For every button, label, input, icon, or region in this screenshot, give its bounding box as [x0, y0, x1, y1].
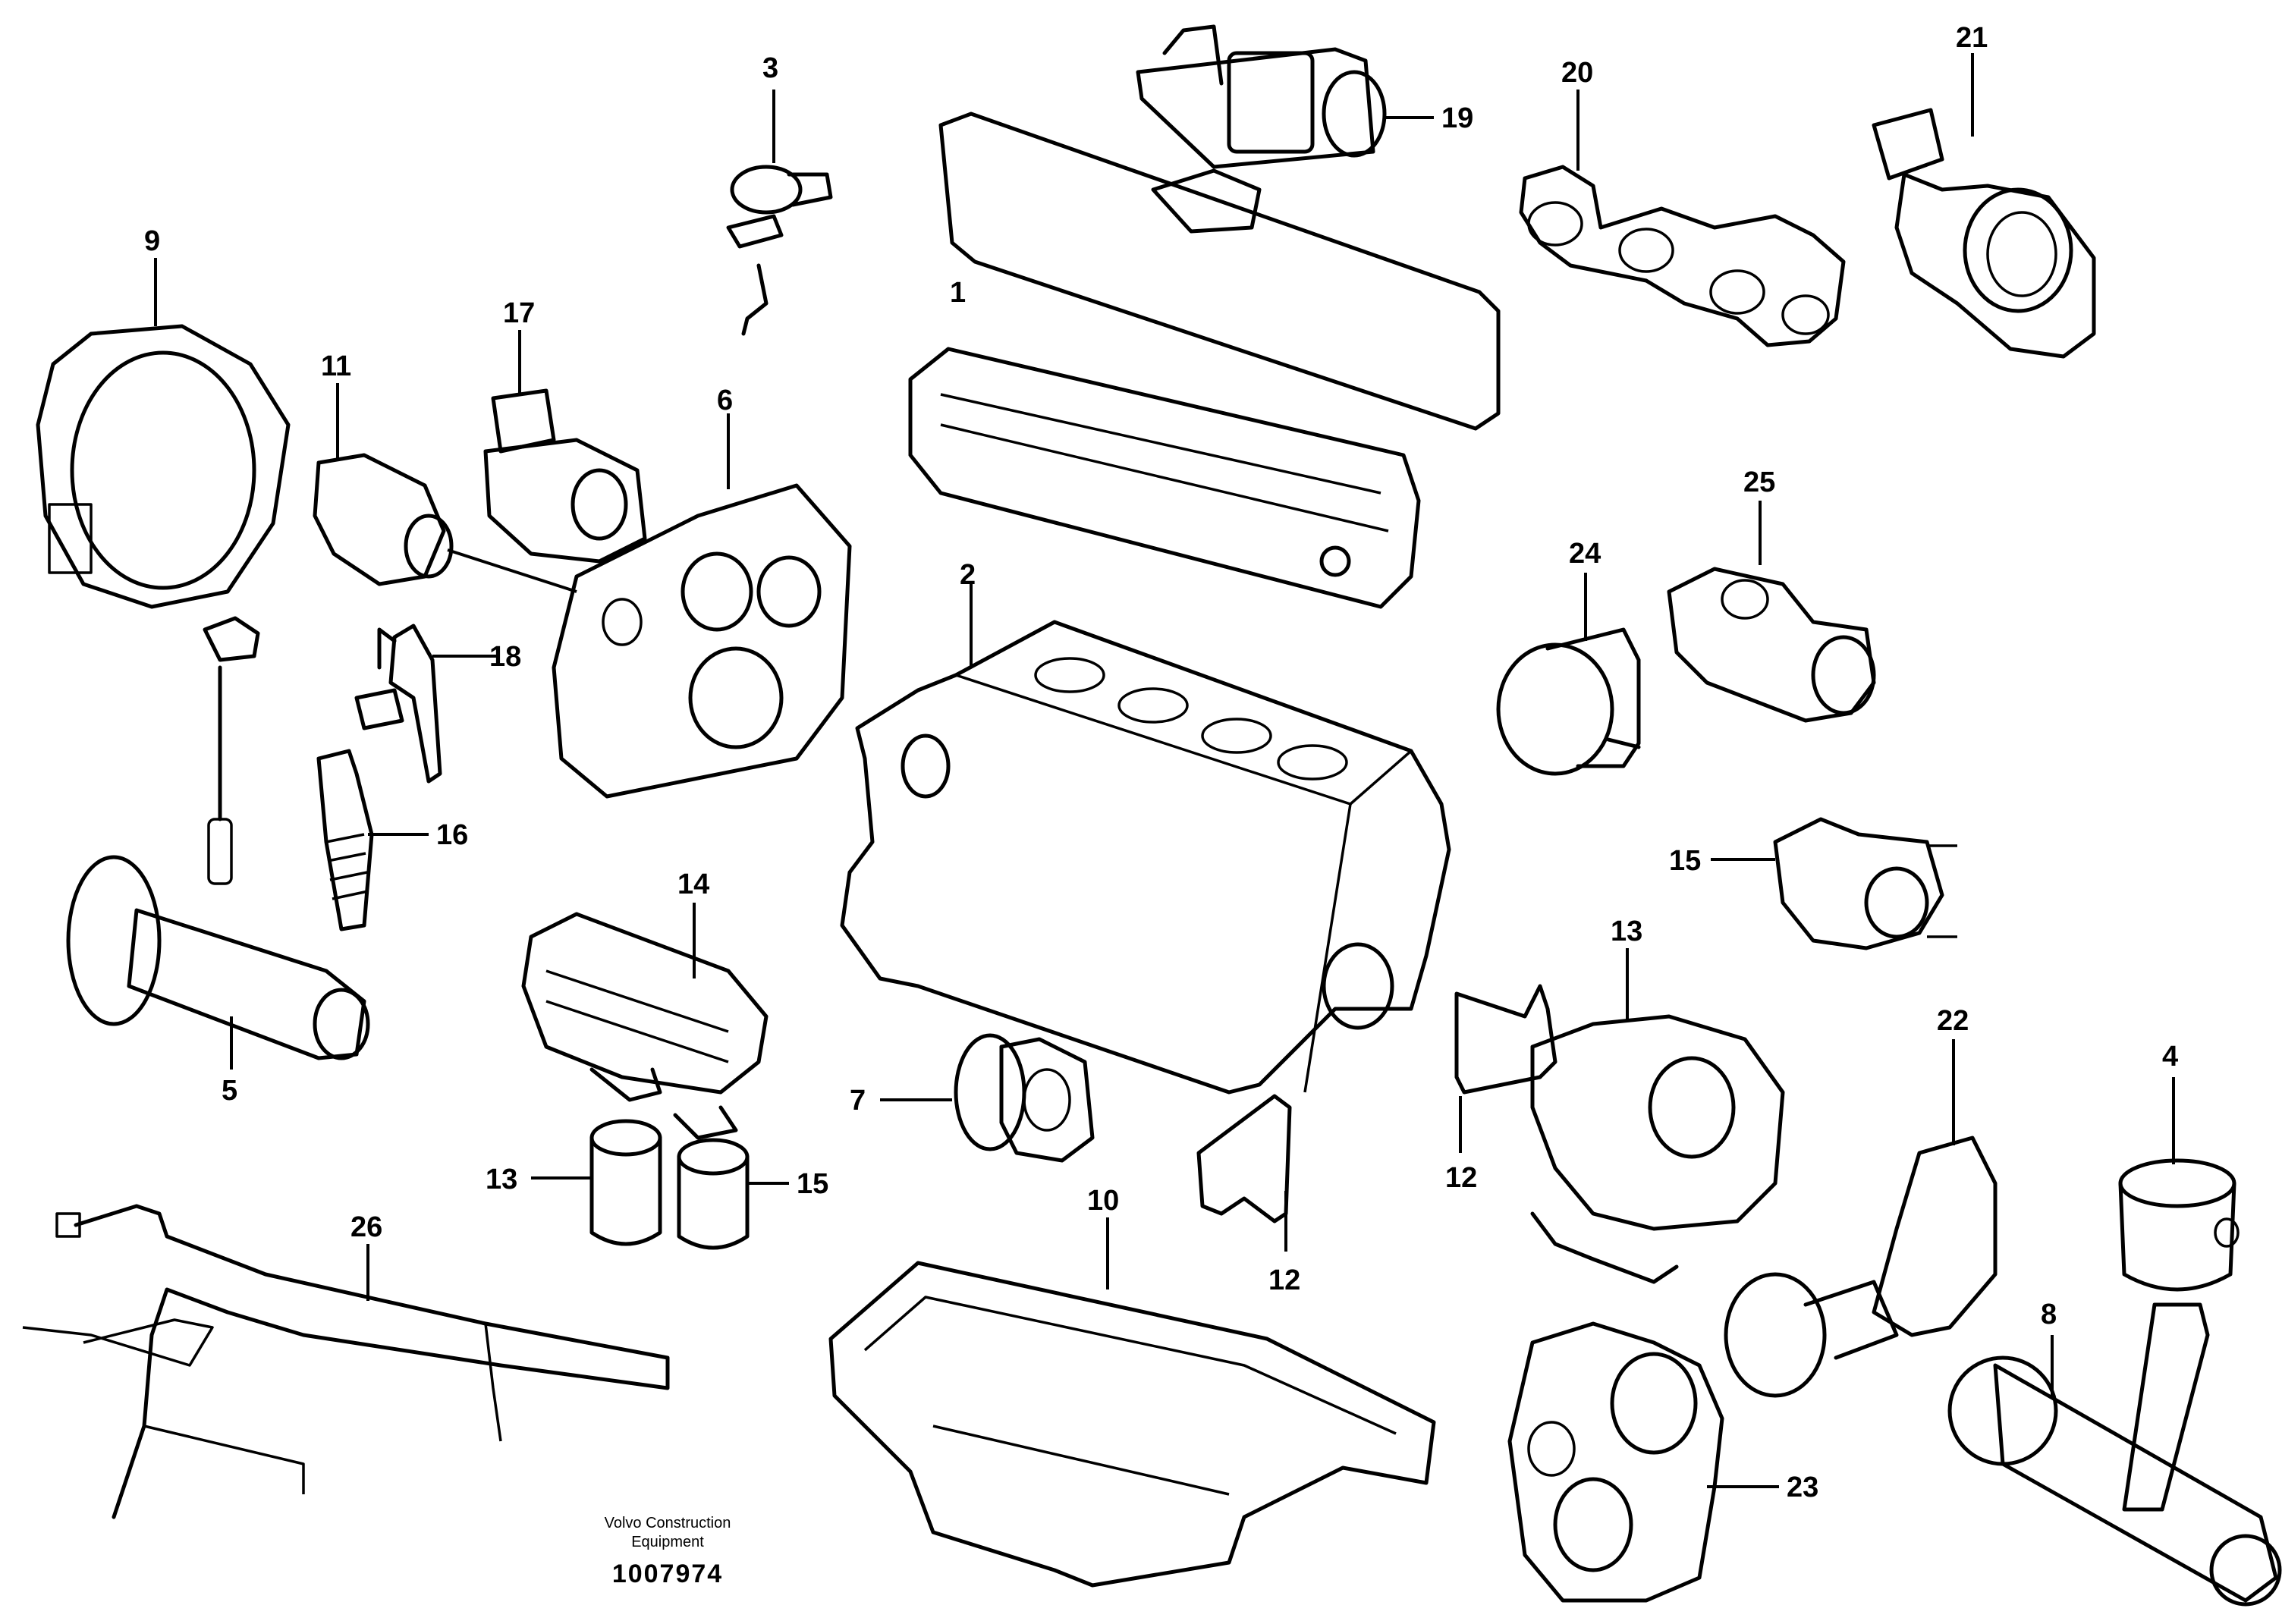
part-19-intake-pipe	[1136, 24, 1387, 169]
part-7-pump	[954, 1033, 1095, 1163]
part-2-cylinder-block	[840, 620, 1451, 1095]
callout-18: 18	[489, 641, 521, 673]
part-12-bracket-right	[1454, 984, 1557, 1095]
callout-10: 10	[1087, 1185, 1119, 1217]
callout-1: 1	[950, 277, 966, 309]
callout-26: 26	[350, 1211, 382, 1243]
leader-11-to-6	[447, 548, 577, 593]
part-6-timing-cover	[552, 483, 852, 799]
callout-2: 2	[960, 559, 976, 591]
part-22-water-pump	[1724, 1136, 1998, 1398]
callout-7: 7	[850, 1085, 866, 1117]
part-24-alternator	[1496, 627, 1641, 776]
callout-14: 14	[677, 869, 709, 900]
callout-17: 17	[503, 297, 535, 329]
part-11-coolant-elbow	[313, 453, 454, 586]
manufacturer-line-1: Volvo Construction	[604, 1515, 731, 1531]
part-4-piston	[2118, 1158, 2240, 1292]
part-18-injector-pipe	[354, 624, 442, 784]
part-26-wiring-harness	[22, 1204, 670, 1519]
callout-3: 3	[762, 52, 778, 84]
callout-25: 25	[1743, 466, 1775, 498]
callout-8: 8	[2041, 1299, 2057, 1330]
callout-labels: 1 2 3 4 5 6 7 8 9 10 11 12 12 13 13 14 1…	[144, 22, 2178, 1503]
callout-11: 11	[321, 350, 351, 382]
callout-13a: 13	[486, 1164, 517, 1195]
callout-21: 21	[1956, 22, 1988, 54]
part-20-exhaust-manifold	[1519, 165, 1846, 347]
manufacturer-line-2: Equipment	[631, 1534, 704, 1550]
callout-22: 22	[1937, 1005, 1969, 1037]
part-17-thermostat-housing	[483, 388, 647, 564]
part-15-pump-component	[1773, 817, 1957, 950]
callout-20: 20	[1561, 57, 1593, 89]
manufacturer-caption: Volvo Construction Equipment	[531, 1514, 804, 1552]
callout-24: 24	[1569, 538, 1601, 570]
illustration-number: 1007974	[611, 1560, 724, 1588]
callout-23: 23	[1787, 1472, 1818, 1503]
part-5-camshaft	[66, 616, 370, 1060]
callout-4: 4	[2162, 1041, 2178, 1073]
callout-6: 6	[717, 385, 733, 416]
part-16-injector	[316, 749, 374, 931]
part-15-fuel-filter	[677, 1138, 750, 1250]
part-3-sensor	[726, 165, 833, 336]
part-21-turbocharger	[1872, 108, 2096, 359]
part-25-starter-motor	[1667, 567, 1876, 723]
callout-15a: 15	[797, 1168, 828, 1200]
part-14-oil-filter-housing	[521, 912, 769, 1140]
part-10-oil-pan	[828, 1261, 1436, 1588]
callout-12a: 12	[1268, 1264, 1300, 1296]
part-1-cylinder-head	[908, 112, 1501, 609]
callout-9: 9	[144, 225, 160, 257]
callout-12b: 12	[1445, 1162, 1477, 1194]
callout-13b: 13	[1611, 916, 1642, 947]
part-13-oil-filter	[589, 1119, 662, 1246]
callout-15b: 15	[1669, 845, 1701, 877]
part-9-flywheel-housing	[36, 324, 291, 609]
callout-5: 5	[222, 1075, 237, 1107]
part-13-oil-pump	[1530, 1014, 1785, 1284]
callout-19: 19	[1441, 102, 1473, 134]
part-8-crankshaft	[1947, 1302, 2282, 1607]
part-12-bracket-left	[1196, 1094, 1292, 1223]
callout-16: 16	[436, 819, 468, 851]
part-23-belt-drive	[1507, 1321, 1724, 1603]
